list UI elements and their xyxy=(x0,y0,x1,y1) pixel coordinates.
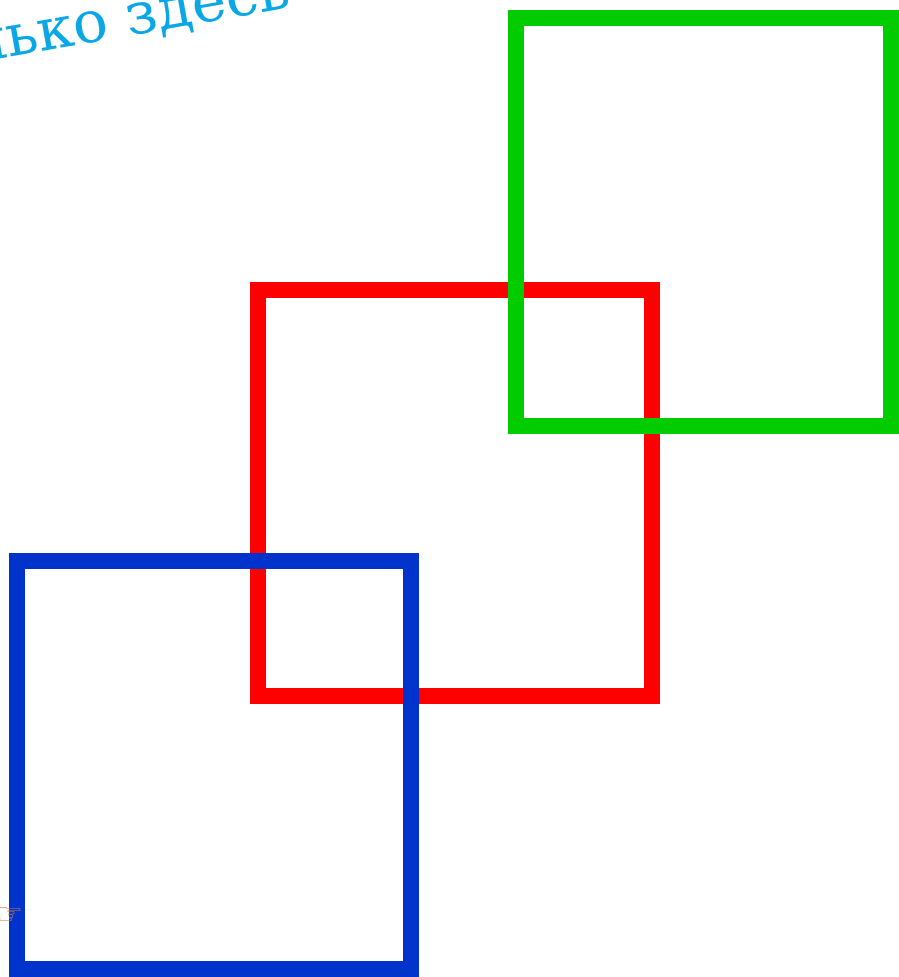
blue-square xyxy=(9,553,419,977)
caption-text: олько здесь xyxy=(0,0,293,78)
green-square xyxy=(508,10,899,434)
hand-pointer-icon: ☞ xyxy=(0,900,23,930)
